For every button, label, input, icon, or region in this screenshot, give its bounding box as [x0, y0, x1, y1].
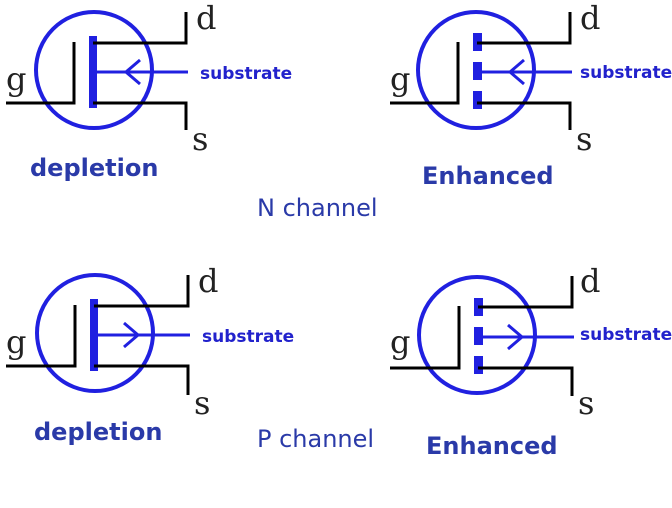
gate-label: g — [6, 323, 26, 361]
drain-label: d — [198, 262, 218, 300]
p-channel-enhanced-symbol: g d s substrate Enhanced — [390, 262, 672, 460]
n-channel-enhanced-symbol: g d s substrate Enhanced — [390, 0, 672, 190]
drain-wire — [93, 12, 188, 45]
substrate-label: substrate — [202, 327, 294, 347]
source-wire — [93, 101, 188, 130]
channel-segment-middle — [473, 62, 482, 80]
channel-label-n: N channel — [257, 194, 378, 222]
substrate-arrow-inward — [507, 58, 525, 86]
source-label: s — [192, 120, 208, 158]
n-channel-depletion-symbol: g d s substrate depletion — [6, 0, 292, 182]
source-label: s — [194, 384, 210, 422]
substrate-arrow-inward — [123, 58, 141, 86]
symbol-circle — [417, 275, 537, 395]
symbol-circle — [34, 10, 154, 130]
substrate-arrow-outward — [507, 323, 525, 351]
gate-label: g — [6, 60, 26, 98]
p-channel-depletion-symbol: g d s substrate depletion — [6, 262, 294, 446]
source-label: s — [578, 384, 594, 422]
substrate-label: substrate — [580, 63, 672, 83]
gate-wire — [6, 305, 77, 368]
gate-wire — [390, 306, 461, 370]
drain-label: d — [580, 262, 600, 300]
gate-wire — [6, 42, 76, 105]
type-label-depletion: depletion — [30, 154, 158, 182]
symbol-circle — [35, 273, 155, 393]
channel-segment-middle — [474, 327, 483, 345]
source-wire — [94, 364, 190, 395]
type-label-depletion: depletion — [34, 418, 162, 446]
substrate-label: substrate — [200, 64, 292, 84]
substrate-arrow-outward — [123, 321, 141, 349]
source-wire — [477, 101, 572, 130]
channel-segment-bottom — [474, 356, 483, 374]
substrate-label: substrate — [580, 325, 672, 345]
channel-label-p: P channel — [257, 425, 374, 453]
drain-wire — [478, 276, 574, 309]
drain-label: d — [580, 0, 600, 37]
gate-label: g — [390, 60, 410, 98]
type-label-enhanced: Enhanced — [422, 162, 554, 190]
symbol-circle — [416, 10, 536, 130]
type-label-enhanced: Enhanced — [426, 432, 558, 460]
gate-label: g — [390, 323, 410, 361]
source-label: s — [576, 120, 592, 158]
channel-segment-bottom — [473, 91, 482, 109]
source-wire — [478, 366, 574, 396]
drain-wire — [94, 275, 190, 308]
drain-label: d — [196, 0, 216, 37]
gate-wire — [390, 42, 460, 105]
drain-wire — [477, 12, 572, 45]
